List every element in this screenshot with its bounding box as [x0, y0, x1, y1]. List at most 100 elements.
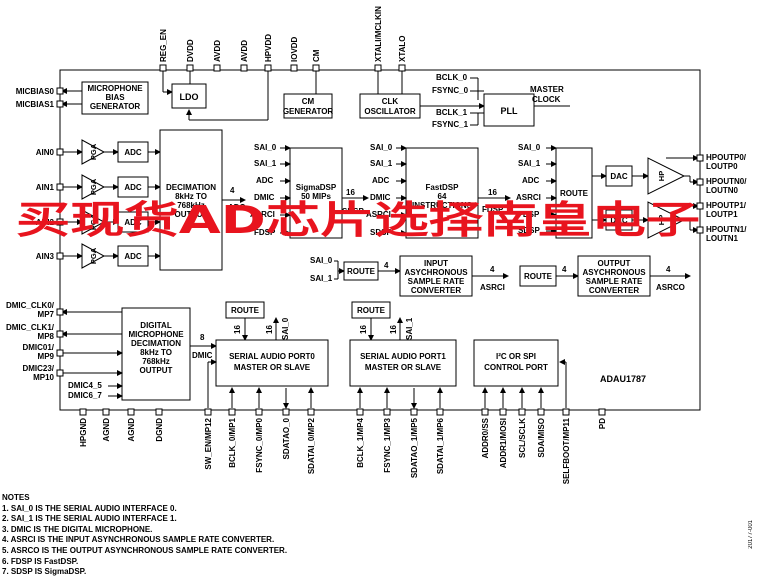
pin-label: AVDD [213, 40, 222, 62]
svg-text:DGND: DGND [155, 418, 164, 442]
note-item: 4. ASRCI IS THE INPUT ASYNCHRONOUS SAMPL… [2, 535, 275, 545]
svg-text:SDSP: SDSP [342, 207, 364, 216]
mic-bias-label-3: GENERATOR [90, 102, 141, 111]
svg-text:HPOUTN0/: HPOUTN0/ [706, 177, 747, 186]
note-item: 5. ASRCO IS THE OUTPUT ASYNCHRONOUS SAMP… [2, 545, 288, 555]
svg-text:16: 16 [265, 325, 274, 334]
svg-text:DMIC23/: DMIC23/ [22, 364, 54, 373]
decimation-block [159, 129, 223, 271]
pin-label: XTALI/MCLKIN [374, 6, 383, 62]
svg-text:DMIC01/: DMIC01/ [22, 343, 54, 352]
svg-text:INPUT: INPUT [424, 259, 448, 268]
svg-text:OUTPUT: OUTPUT [175, 210, 208, 219]
note-item: 6. FDSP IS FastDSP. [2, 556, 79, 566]
svg-text:SAI_0: SAI_0 [518, 143, 541, 152]
pin-label: XTALO [398, 35, 407, 62]
svg-text:CONVERTER: CONVERTER [411, 286, 461, 295]
left-pins: MICBIAS0 MICBIAS1 AIN0 AIN1 AIN2 AIN3 DM… [6, 87, 64, 382]
note-item: 7. SDSP IS SigmaDSP. [2, 567, 87, 577]
svg-text:HP: HP [657, 215, 666, 225]
svg-text:SDATAI_0/MP2: SDATAI_0/MP2 [307, 417, 316, 474]
svg-text:ROUTE: ROUTE [524, 272, 553, 281]
svg-text:FSYNC_1/MP3: FSYNC_1/MP3 [383, 417, 392, 472]
svg-text:16: 16 [488, 188, 497, 197]
note-item: 3. DMIC IS THE DIGITAL MICROPHONE. [2, 524, 153, 534]
pll-block [483, 93, 535, 127]
svg-text:FDSP: FDSP [518, 210, 540, 219]
hp-amp-1 [647, 201, 686, 239]
svg-text:FastDSP: FastDSP [426, 183, 460, 192]
svg-text:DMIC6_7: DMIC6_7 [68, 391, 102, 400]
input-asrc-block [399, 255, 473, 297]
svg-text:MP7: MP7 [38, 310, 55, 319]
notes-title: NOTES [2, 493, 30, 502]
svg-text:SELFBOOT/MP11: SELFBOOT/MP11 [562, 417, 571, 484]
svg-text:ADC: ADC [124, 148, 142, 157]
svg-text:HPGND: HPGND [79, 418, 88, 447]
svg-text:AGND: AGND [127, 418, 136, 442]
sap0-block [215, 339, 329, 387]
output-asrc-block [577, 255, 651, 297]
svg-text:LOUTP0: LOUTP0 [706, 162, 738, 171]
svg-text:CONTROL PORT: CONTROL PORT [484, 363, 548, 372]
svg-text:ADDR1/MOSI: ADDR1/MOSI [499, 418, 508, 468]
svg-text:SAI_0: SAI_0 [310, 256, 333, 265]
svg-text:SAMPLE RATE: SAMPLE RATE [408, 277, 465, 286]
svg-text:HPOUTP0/: HPOUTP0/ [706, 153, 747, 162]
svg-text:ASRCI: ASRCI [366, 210, 391, 219]
sigmadsp-block [289, 147, 343, 239]
note-item: 1. SAI_0 IS THE SERIAL AUDIO INTERFACE 0… [2, 503, 177, 513]
svg-text:SAI_1: SAI_1 [518, 159, 541, 168]
svg-text:HPOUTP1/: HPOUTP1/ [706, 201, 747, 210]
svg-text:DECIMATION: DECIMATION [166, 183, 216, 192]
svg-text:ADC: ADC [124, 218, 142, 227]
note-item: 2. SAI_1 IS THE SERIAL AUDIO INTERFACE 1… [2, 514, 177, 524]
svg-text:DMIC_CLK0/: DMIC_CLK0/ [6, 301, 55, 310]
svg-text:I²C OR SPI: I²C OR SPI [496, 352, 536, 361]
svg-text:AGND: AGND [102, 418, 111, 442]
svg-text:MP10: MP10 [33, 373, 54, 382]
svg-text:DIGITAL: DIGITAL [140, 321, 172, 330]
sap1-block [349, 339, 457, 387]
notes-section: NOTES 1. SAI_0 IS THE SERIAL AUDIO INTER… [2, 493, 287, 578]
svg-text:50 MIPs: 50 MIPs [301, 192, 331, 201]
svg-text:SDA/MISO: SDA/MISO [537, 418, 546, 458]
svg-text:ADC: ADC [228, 203, 246, 212]
svg-text:ADC: ADC [124, 252, 142, 261]
svg-text:4: 4 [666, 265, 671, 274]
svg-text:16: 16 [389, 325, 398, 334]
svg-text:4: 4 [384, 261, 389, 270]
svg-text:PGA: PGA [89, 178, 98, 195]
svg-text:DMIC_CLK1/: DMIC_CLK1/ [6, 323, 55, 332]
svg-text:LOUTN0: LOUTN0 [706, 186, 739, 195]
svg-text:MASTER OR SLAVE: MASTER OR SLAVE [234, 363, 311, 372]
svg-text:PGA: PGA [89, 247, 98, 264]
svg-text:ADC: ADC [124, 183, 142, 192]
pin-label: REG_EN [159, 29, 168, 62]
svg-text:FSYNC_0: FSYNC_0 [432, 86, 469, 95]
svg-text:SAI_0: SAI_0 [281, 317, 290, 340]
svg-text:PLL: PLL [501, 106, 519, 116]
clk-oscillator-block [359, 93, 421, 119]
svg-text:64: 64 [438, 192, 447, 201]
svg-text:768kHz: 768kHz [142, 357, 170, 366]
hp-amp-0 [647, 157, 686, 195]
ldo-block [171, 83, 207, 109]
svg-text:GENERATOR: GENERATOR [283, 107, 334, 116]
svg-text:MICBIAS1: MICBIAS1 [16, 100, 55, 109]
svg-text:MICROPHONE: MICROPHONE [128, 330, 184, 339]
svg-text:HP: HP [657, 171, 666, 181]
svg-text:SCL/SCLK: SCL/SCLK [518, 418, 527, 458]
svg-text:AIN1: AIN1 [36, 183, 55, 192]
svg-text:ADC: ADC [372, 176, 390, 185]
svg-text:OSCILLATOR: OSCILLATOR [364, 107, 415, 116]
svg-text:DECIMATION: DECIMATION [131, 339, 181, 348]
svg-text:BCLK_1/MP4: BCLK_1/MP4 [356, 417, 365, 467]
svg-text:FDSP: FDSP [482, 205, 504, 214]
svg-text:ROUTE: ROUTE [560, 189, 589, 198]
watermark-text: 买现货AD芯片选择南皇电子 [16, 198, 700, 242]
svg-text:SAI_0: SAI_0 [370, 143, 393, 152]
svg-text:ASRCO: ASRCO [656, 283, 685, 292]
svg-text:ADC: ADC [256, 176, 274, 185]
bottom-pins: HPGND AGND AGND DGND SW_EN/MP12 BCLK_0/M… [79, 408, 607, 484]
